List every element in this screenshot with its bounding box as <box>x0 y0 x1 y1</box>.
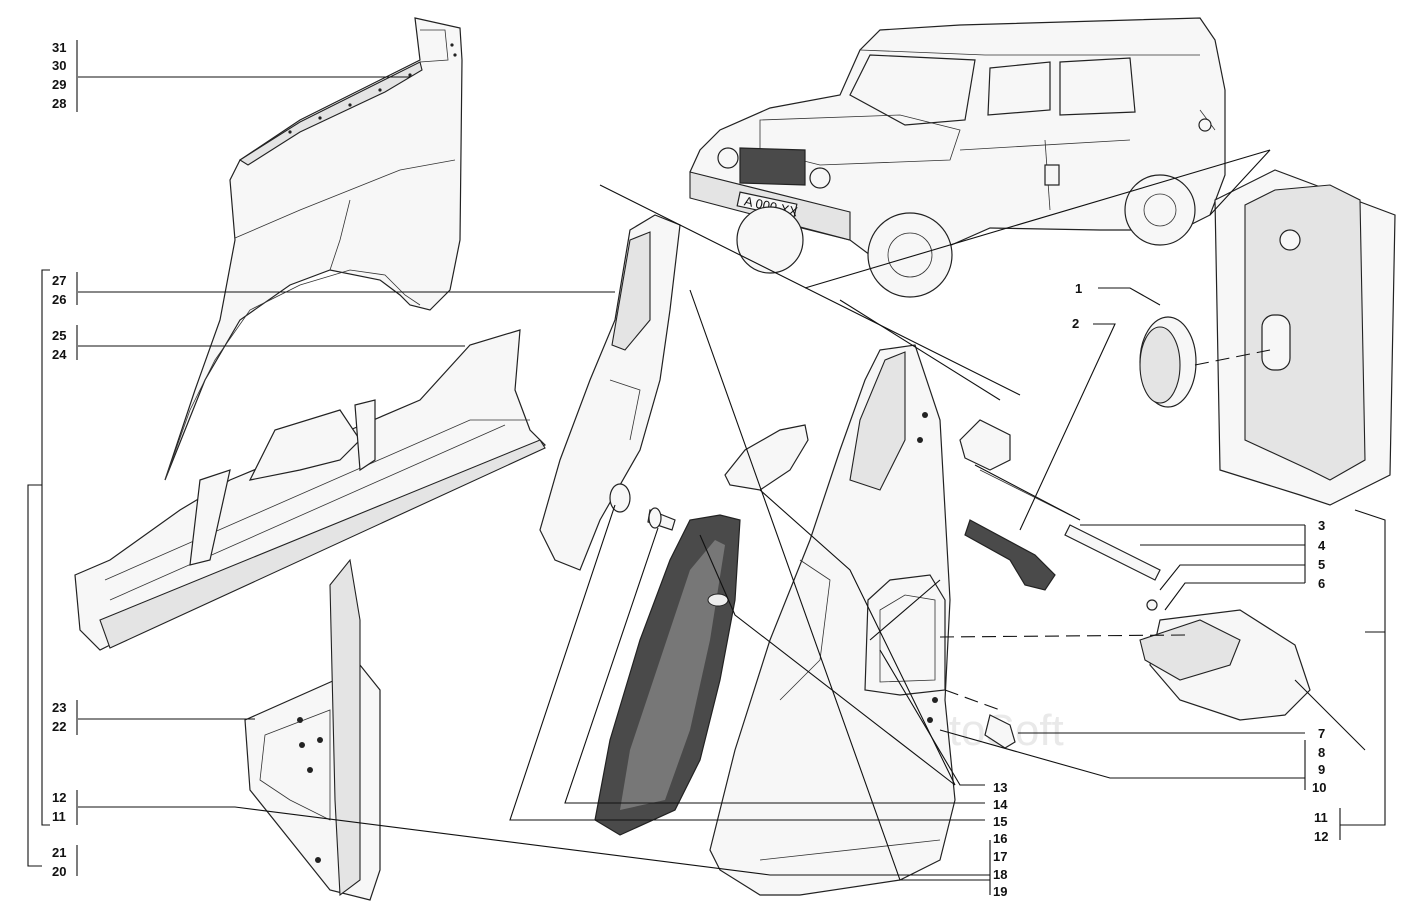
pillar-part <box>709 344 956 896</box>
callout-12-right: 12 <box>1314 829 1328 844</box>
callout-7: 7 <box>1318 726 1325 741</box>
callout-labels: 31 30 29 28 27 26 25 24 23 22 12 11 21 2… <box>52 40 1328 899</box>
grommet-part <box>984 714 1016 749</box>
callout-8: 8 <box>1318 745 1325 760</box>
pillar-part <box>539 214 681 571</box>
callout-30: 30 <box>52 58 66 73</box>
callout-12-left: 12 <box>52 790 66 805</box>
callout-18: 18 <box>993 867 1007 882</box>
fender-part <box>164 17 463 481</box>
plate-part <box>1139 609 1311 721</box>
callout-9: 9 <box>1318 762 1325 777</box>
callout-26: 26 <box>52 292 66 307</box>
sill-part <box>74 329 547 651</box>
pillar-part <box>244 558 381 901</box>
fender-part <box>594 514 741 836</box>
leader-line <box>944 689 1001 711</box>
callout-3: 3 <box>1318 518 1325 533</box>
callout-1: 1 <box>1075 281 1082 296</box>
callout-16: 16 <box>993 831 1007 846</box>
callout-15: 15 <box>993 814 1007 829</box>
callout-10: 10 <box>1312 780 1326 795</box>
callout-19: 19 <box>993 884 1007 899</box>
callout-22: 22 <box>52 719 66 734</box>
callout-31: 31 <box>52 40 66 55</box>
callout-13: 13 <box>993 780 1007 795</box>
callout-11-left: 11 <box>52 809 66 824</box>
leader-lines <box>27 40 1386 895</box>
callout-29: 29 <box>52 77 66 92</box>
callout-11-right: 11 <box>1314 810 1328 825</box>
callout-24: 24 <box>52 347 67 362</box>
callout-5: 5 <box>1318 557 1325 572</box>
callout-14: 14 <box>993 797 1008 812</box>
spring-part <box>959 419 1161 611</box>
seal-ring-part <box>724 424 809 491</box>
callout-6: 6 <box>1318 576 1325 591</box>
callout-20: 20 <box>52 864 66 879</box>
arch-strip <box>164 269 421 481</box>
callout-25: 25 <box>52 328 66 343</box>
callout-4: 4 <box>1318 538 1326 553</box>
grommet-part <box>964 519 1056 591</box>
pillar-part <box>1214 169 1396 506</box>
callout-23: 23 <box>52 700 66 715</box>
callout-27: 27 <box>52 273 66 288</box>
vehicle-illustration: A 000 XX <box>689 17 1226 298</box>
callout-2: 2 <box>1072 316 1079 331</box>
leader-line <box>1194 349 1271 366</box>
callout-21: 21 <box>52 845 66 860</box>
callout-17: 17 <box>993 849 1007 864</box>
seal-ring-part <box>1139 316 1197 408</box>
grommet-part <box>609 483 676 531</box>
callout-28: 28 <box>52 96 66 111</box>
